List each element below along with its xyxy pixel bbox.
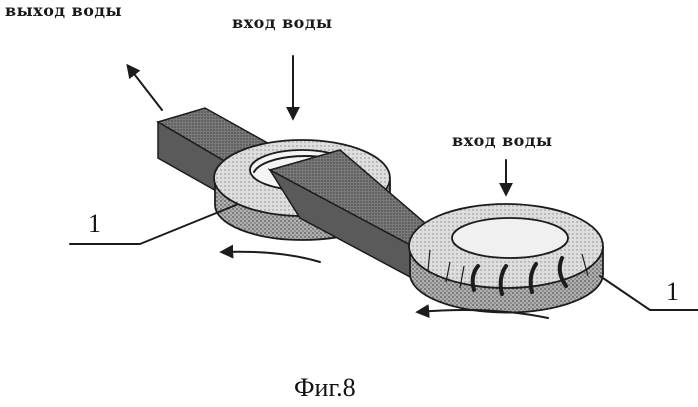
ref-numeral-left: 1 <box>88 209 101 238</box>
leader-right <box>600 276 698 310</box>
rotation-arrow-left <box>222 252 320 262</box>
figure-caption: Фиг.8 <box>294 373 356 402</box>
right-ring <box>409 204 603 313</box>
inlet-label-right: вход воды <box>452 131 553 150</box>
ref-numeral-right: 1 <box>666 277 679 306</box>
outlet-label: выход воды <box>5 1 122 20</box>
inlet-label-left: вход воды <box>232 13 333 32</box>
outlet-arrow <box>128 66 162 110</box>
